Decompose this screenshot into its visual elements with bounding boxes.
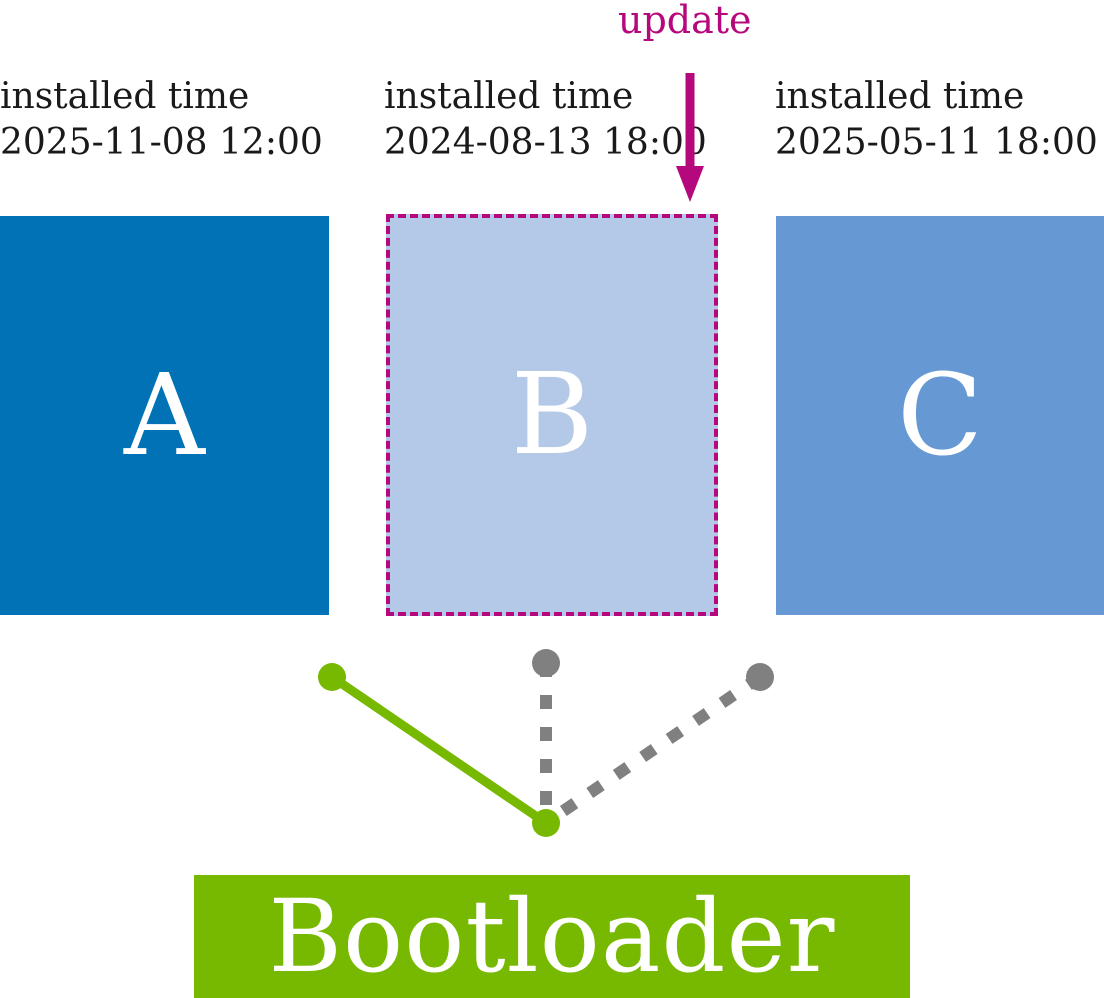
slot-c-installed-time: 2025-05-11 18:00	[775, 122, 1098, 163]
slot-b: B	[386, 214, 718, 616]
connector-b-endpoint	[532, 649, 560, 677]
slot-c-caption: installed time 2025-05-11 18:00	[775, 74, 1098, 166]
slot-b-caption-title: installed time	[384, 76, 634, 117]
connector-c-inactive	[552, 672, 764, 821]
slot-b-caption: installed time 2024-08-13 18:00	[384, 74, 707, 166]
slot-c: C	[776, 216, 1104, 615]
slot-c-label: C	[897, 350, 983, 481]
slot-c-caption-title: installed time	[775, 76, 1025, 117]
slot-a: A	[0, 216, 329, 615]
slot-a-caption: installed time 2025-11-08 12:00	[0, 74, 323, 166]
update-arrow-head	[676, 166, 704, 202]
slot-a-caption-title: installed time	[0, 76, 250, 117]
connector-c-endpoint	[746, 663, 774, 691]
slot-a-label: A	[124, 350, 205, 481]
slot-b-label: B	[510, 350, 594, 480]
connector-a-active	[327, 672, 551, 828]
slot-b-installed-time: 2024-08-13 18:00	[384, 122, 707, 163]
connector-a-endpoint	[318, 663, 346, 691]
bootloader-junction	[532, 809, 560, 837]
bootloader-box: Bootloader	[194, 875, 910, 998]
bootloader-label: Bootloader	[268, 878, 836, 995]
update-label: update	[618, 0, 752, 42]
slot-a-installed-time: 2025-11-08 12:00	[0, 122, 323, 163]
